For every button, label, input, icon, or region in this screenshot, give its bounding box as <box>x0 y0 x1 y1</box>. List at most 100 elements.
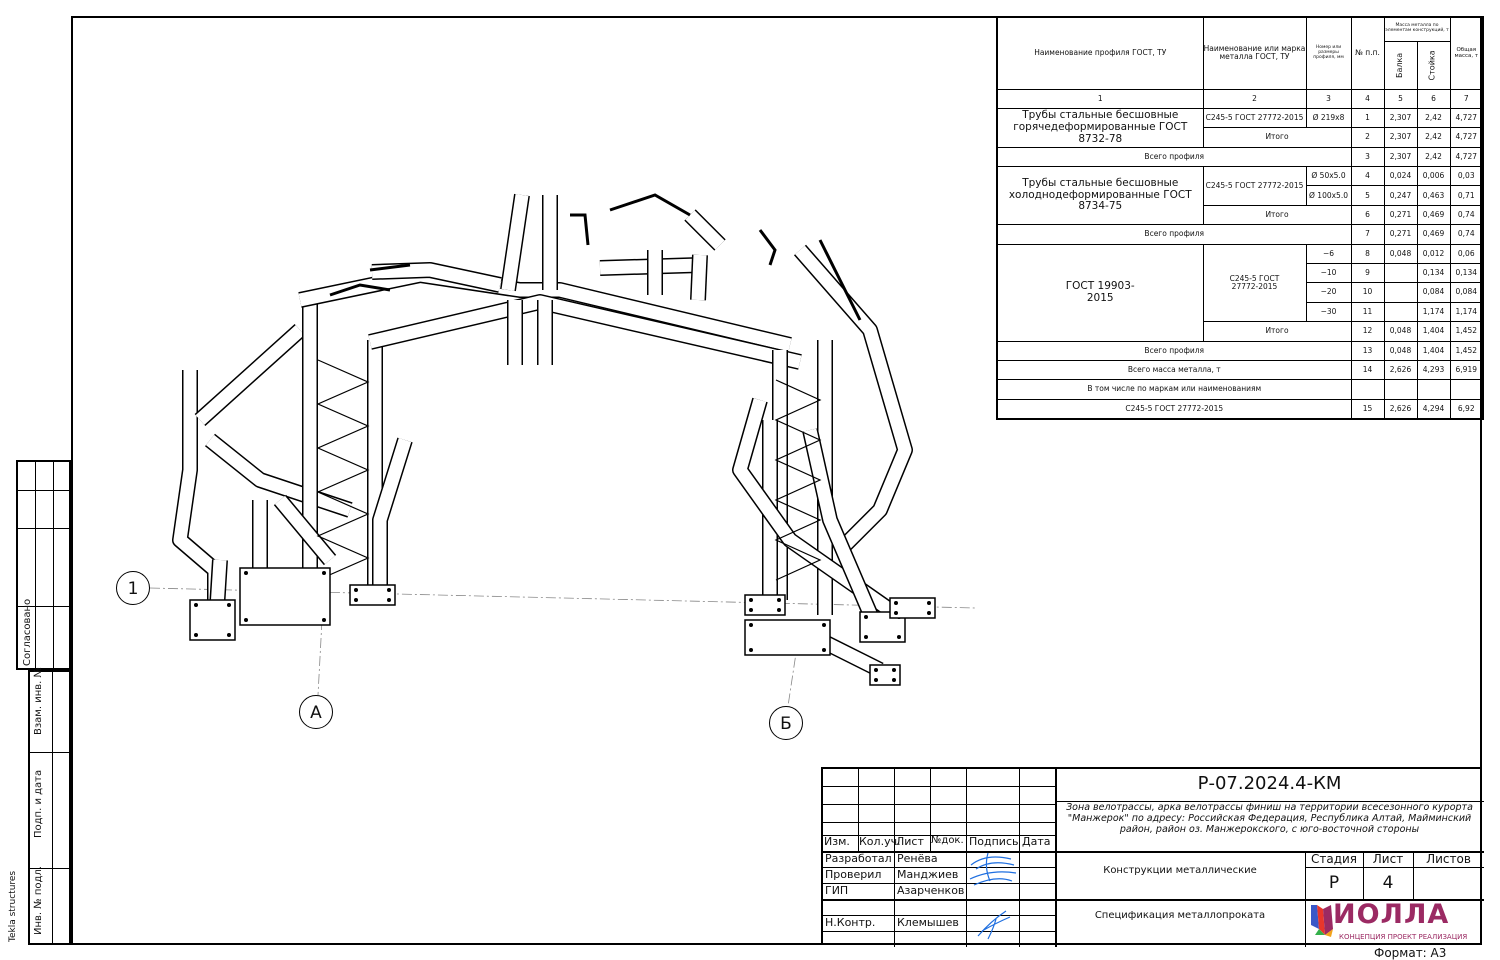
grand-row: Всего профиля 3 2,307 2,42 4,727 <box>996 146 1484 168</box>
thin-rod <box>758 229 777 266</box>
anchor-bolt <box>387 598 391 602</box>
column-numbers-row: 1 2 3 4 5 6 7 <box>996 88 1484 109</box>
axis-marker-b: Б <box>769 706 803 740</box>
total-mass-label: Всего масса металла, т <box>996 359 1352 381</box>
empty-cell <box>1449 379 1484 400</box>
beam-mass <box>1383 263 1418 284</box>
inv-orig-label: Инв. № подл. <box>33 866 44 935</box>
anchor-bolt <box>387 588 391 592</box>
profile-size: Ø 100x5.0 <box>1305 185 1352 206</box>
total-mass: 0,134 <box>1449 263 1484 284</box>
metal-grade: С245-5 ГОСТ 27772-2015 <box>1202 107 1307 129</box>
metal-spec-table: Наименование профиля ГОСТ, ТУ Наименован… <box>996 16 1485 421</box>
name-developed: Ренёва <box>897 852 938 865</box>
subtotal-row: Итого 6 0,271 0,469 0,74 <box>997 204 1484 226</box>
anchor-bolt <box>927 611 931 615</box>
anchor-bolt <box>749 598 753 602</box>
anchor-bolt <box>227 603 231 607</box>
total-mass: 0,74 <box>1449 204 1484 226</box>
inventory-strip <box>28 670 71 945</box>
header-profile-name: Наименование профиля ГОСТ, ТУ <box>996 16 1204 90</box>
subtotal-label: Итого <box>1202 321 1352 342</box>
section-title: Конструкции металлические <box>1103 865 1257 876</box>
column-mass: 4,293 <box>1416 359 1451 381</box>
beam-mass: 0,048 <box>1383 340 1418 361</box>
header-metal: Наименование или марка металла ГОСТ, ТУ <box>1202 16 1307 90</box>
thin-rod <box>570 213 590 246</box>
base-plate <box>744 619 831 656</box>
anchor-bolt <box>354 598 358 602</box>
empty-cell <box>1350 379 1385 400</box>
anchor-bolt <box>822 648 826 652</box>
total-mass: 4,727 <box>1449 127 1484 148</box>
grand-label: Всего профиля <box>996 146 1352 168</box>
axis-marker-a: А <box>299 695 333 729</box>
row-number: 4 <box>1350 166 1385 187</box>
tube-member <box>298 268 792 352</box>
drawing-frame <box>71 16 1482 945</box>
total-mass: 1,452 <box>1449 340 1484 361</box>
header-beam: Балка <box>1383 40 1418 90</box>
table-row: Ø 100x5.0 5 0,247 0,463 0,71 <box>997 185 1484 206</box>
column-mass: 2,42 <box>1416 127 1451 148</box>
col-header-qty: Кол.уч. <box>859 835 901 848</box>
tube-member <box>373 438 412 585</box>
column-mass: 1,404 <box>1416 340 1451 361</box>
base-plate <box>889 597 936 619</box>
col-header-doc: №док. <box>931 835 964 846</box>
row-number: 11 <box>1350 301 1385 323</box>
tube-member <box>501 194 529 291</box>
base-plate <box>869 664 901 686</box>
logo-mark-icon <box>1311 905 1333 937</box>
profile-size: Ø 50x5.0 <box>1305 166 1352 187</box>
col-number: 2 <box>1202 88 1307 109</box>
row-number: 2 <box>1350 127 1385 148</box>
tube-member <box>733 398 894 616</box>
header-number: № п.п. <box>1350 16 1385 90</box>
beam-mass: 2,307 <box>1383 107 1418 129</box>
column-mass: 2,42 <box>1416 146 1451 168</box>
sheets-label: Листов <box>1426 852 1471 866</box>
row-number: 7 <box>1350 224 1385 245</box>
software-label: Tekla structures <box>8 870 18 942</box>
total-mass: 0,06 <box>1449 243 1484 265</box>
row-number: 10 <box>1350 282 1385 303</box>
profile-size: −30 <box>1305 301 1352 323</box>
empty-cell <box>1416 379 1451 400</box>
role-developed: Разработал <box>825 852 892 865</box>
anchor-bolt <box>897 635 901 639</box>
lattice-braces <box>316 193 862 581</box>
column-mass: 0,469 <box>1416 224 1451 245</box>
total-mass: 6,919 <box>1449 359 1484 381</box>
beam-mass <box>1383 282 1418 303</box>
column-mass: 0,469 <box>1416 204 1451 226</box>
name-chief-engineer: Азарченков <box>897 884 965 897</box>
lattice-brace <box>316 359 370 581</box>
agreed-label: Согласовано <box>22 598 33 666</box>
sheet-value: 4 <box>1382 873 1394 893</box>
header-column: Стойка <box>1416 40 1451 90</box>
row-number: 13 <box>1350 340 1385 361</box>
beam-mass: 0,048 <box>1383 321 1418 342</box>
profile-name-text: ГОСТ 19903-2015 <box>1065 280 1135 304</box>
stage-value: Р <box>1328 873 1340 893</box>
role-chief-engineer: ГИП <box>825 884 849 897</box>
column-mass: 2,42 <box>1416 107 1451 129</box>
company-logo: ИОЛЛА КОНЦЕПЦИЯ ПРОЕКТ РЕАЛИЗАЦИЯ <box>1307 899 1483 945</box>
subtotal-label: Итого <box>1202 127 1352 148</box>
anchor-bolt <box>194 633 198 637</box>
beam-mass <box>1383 301 1418 323</box>
anchor-bolt <box>322 571 326 575</box>
axis-lines <box>149 587 976 707</box>
profile-name: ГОСТ 19903-2015 <box>996 243 1204 342</box>
beam-mass: 2,307 <box>1383 127 1418 148</box>
anchor-bolt <box>354 588 358 592</box>
base-plates <box>189 567 936 686</box>
anchor-bolt <box>194 603 198 607</box>
thin-rod <box>609 193 691 217</box>
empty-cell <box>1383 379 1418 400</box>
beam-mass: 0,048 <box>1383 243 1418 265</box>
anchor-bolt <box>927 601 931 605</box>
lattice-brace <box>774 379 822 581</box>
header-total-mass: Общая масса, т <box>1449 16 1484 90</box>
